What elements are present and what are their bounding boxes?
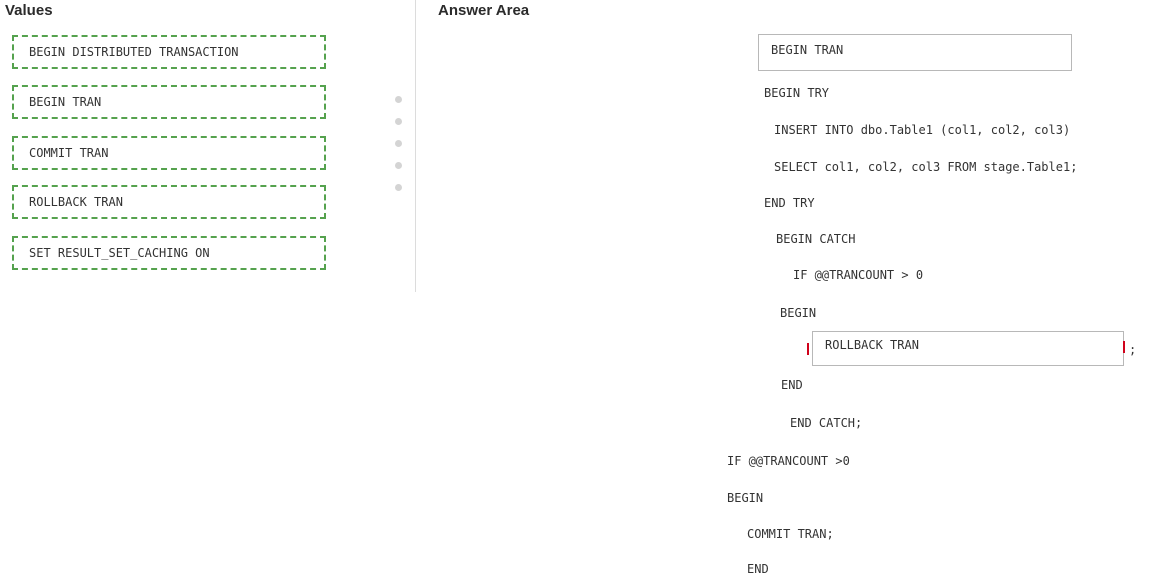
- answer-area-heading: Answer Area: [438, 2, 530, 19]
- code-line-if-trancount-outer: IF @@TRANCOUNT >0: [727, 454, 850, 468]
- code-line-end-try: END TRY: [764, 196, 815, 210]
- pane-divider: [415, 0, 416, 292]
- code-line-begin-outer: BEGIN: [727, 491, 764, 505]
- slot-left-marker: [807, 343, 809, 355]
- code-line-begin-inner: BEGIN: [780, 306, 817, 320]
- code-line-select: SELECT col1, col2, col3 FROM stage.Table…: [774, 160, 1078, 174]
- answer-slot-2[interactable]: ROLLBACK TRAN: [812, 331, 1124, 366]
- values-heading: Values: [5, 2, 53, 19]
- code-line-begin-catch: BEGIN CATCH: [776, 232, 856, 246]
- code-line-end-inner: END: [781, 378, 803, 392]
- value-tile-begin-distributed-transaction[interactable]: BEGIN DISTRIBUTED TRANSACTION: [12, 35, 326, 69]
- drag-handle-icon[interactable]: [395, 96, 405, 206]
- code-line-end-catch: END CATCH;: [790, 416, 863, 430]
- value-tile-begin-tran[interactable]: BEGIN TRAN: [12, 85, 326, 119]
- value-tile-set-result-set-caching-on[interactable]: SET RESULT_SET_CACHING ON: [12, 236, 326, 270]
- value-tile-rollback-tran[interactable]: ROLLBACK TRAN: [12, 185, 326, 219]
- code-line-insert: INSERT INTO dbo.Table1 (col1, col2, col3…: [774, 123, 1071, 137]
- code-line-if-trancount: IF @@TRANCOUNT > 0: [793, 268, 924, 282]
- slot-right-marker: [1123, 341, 1125, 353]
- code-line-end-outer: END: [747, 562, 769, 576]
- answer-slot-1[interactable]: BEGIN TRAN: [758, 34, 1072, 71]
- code-line-commit: COMMIT TRAN;: [747, 527, 834, 541]
- code-line-begin-try: BEGIN TRY: [764, 86, 830, 100]
- slot-2-terminator: ;: [1129, 343, 1137, 357]
- value-tile-commit-tran[interactable]: COMMIT TRAN: [12, 136, 326, 170]
